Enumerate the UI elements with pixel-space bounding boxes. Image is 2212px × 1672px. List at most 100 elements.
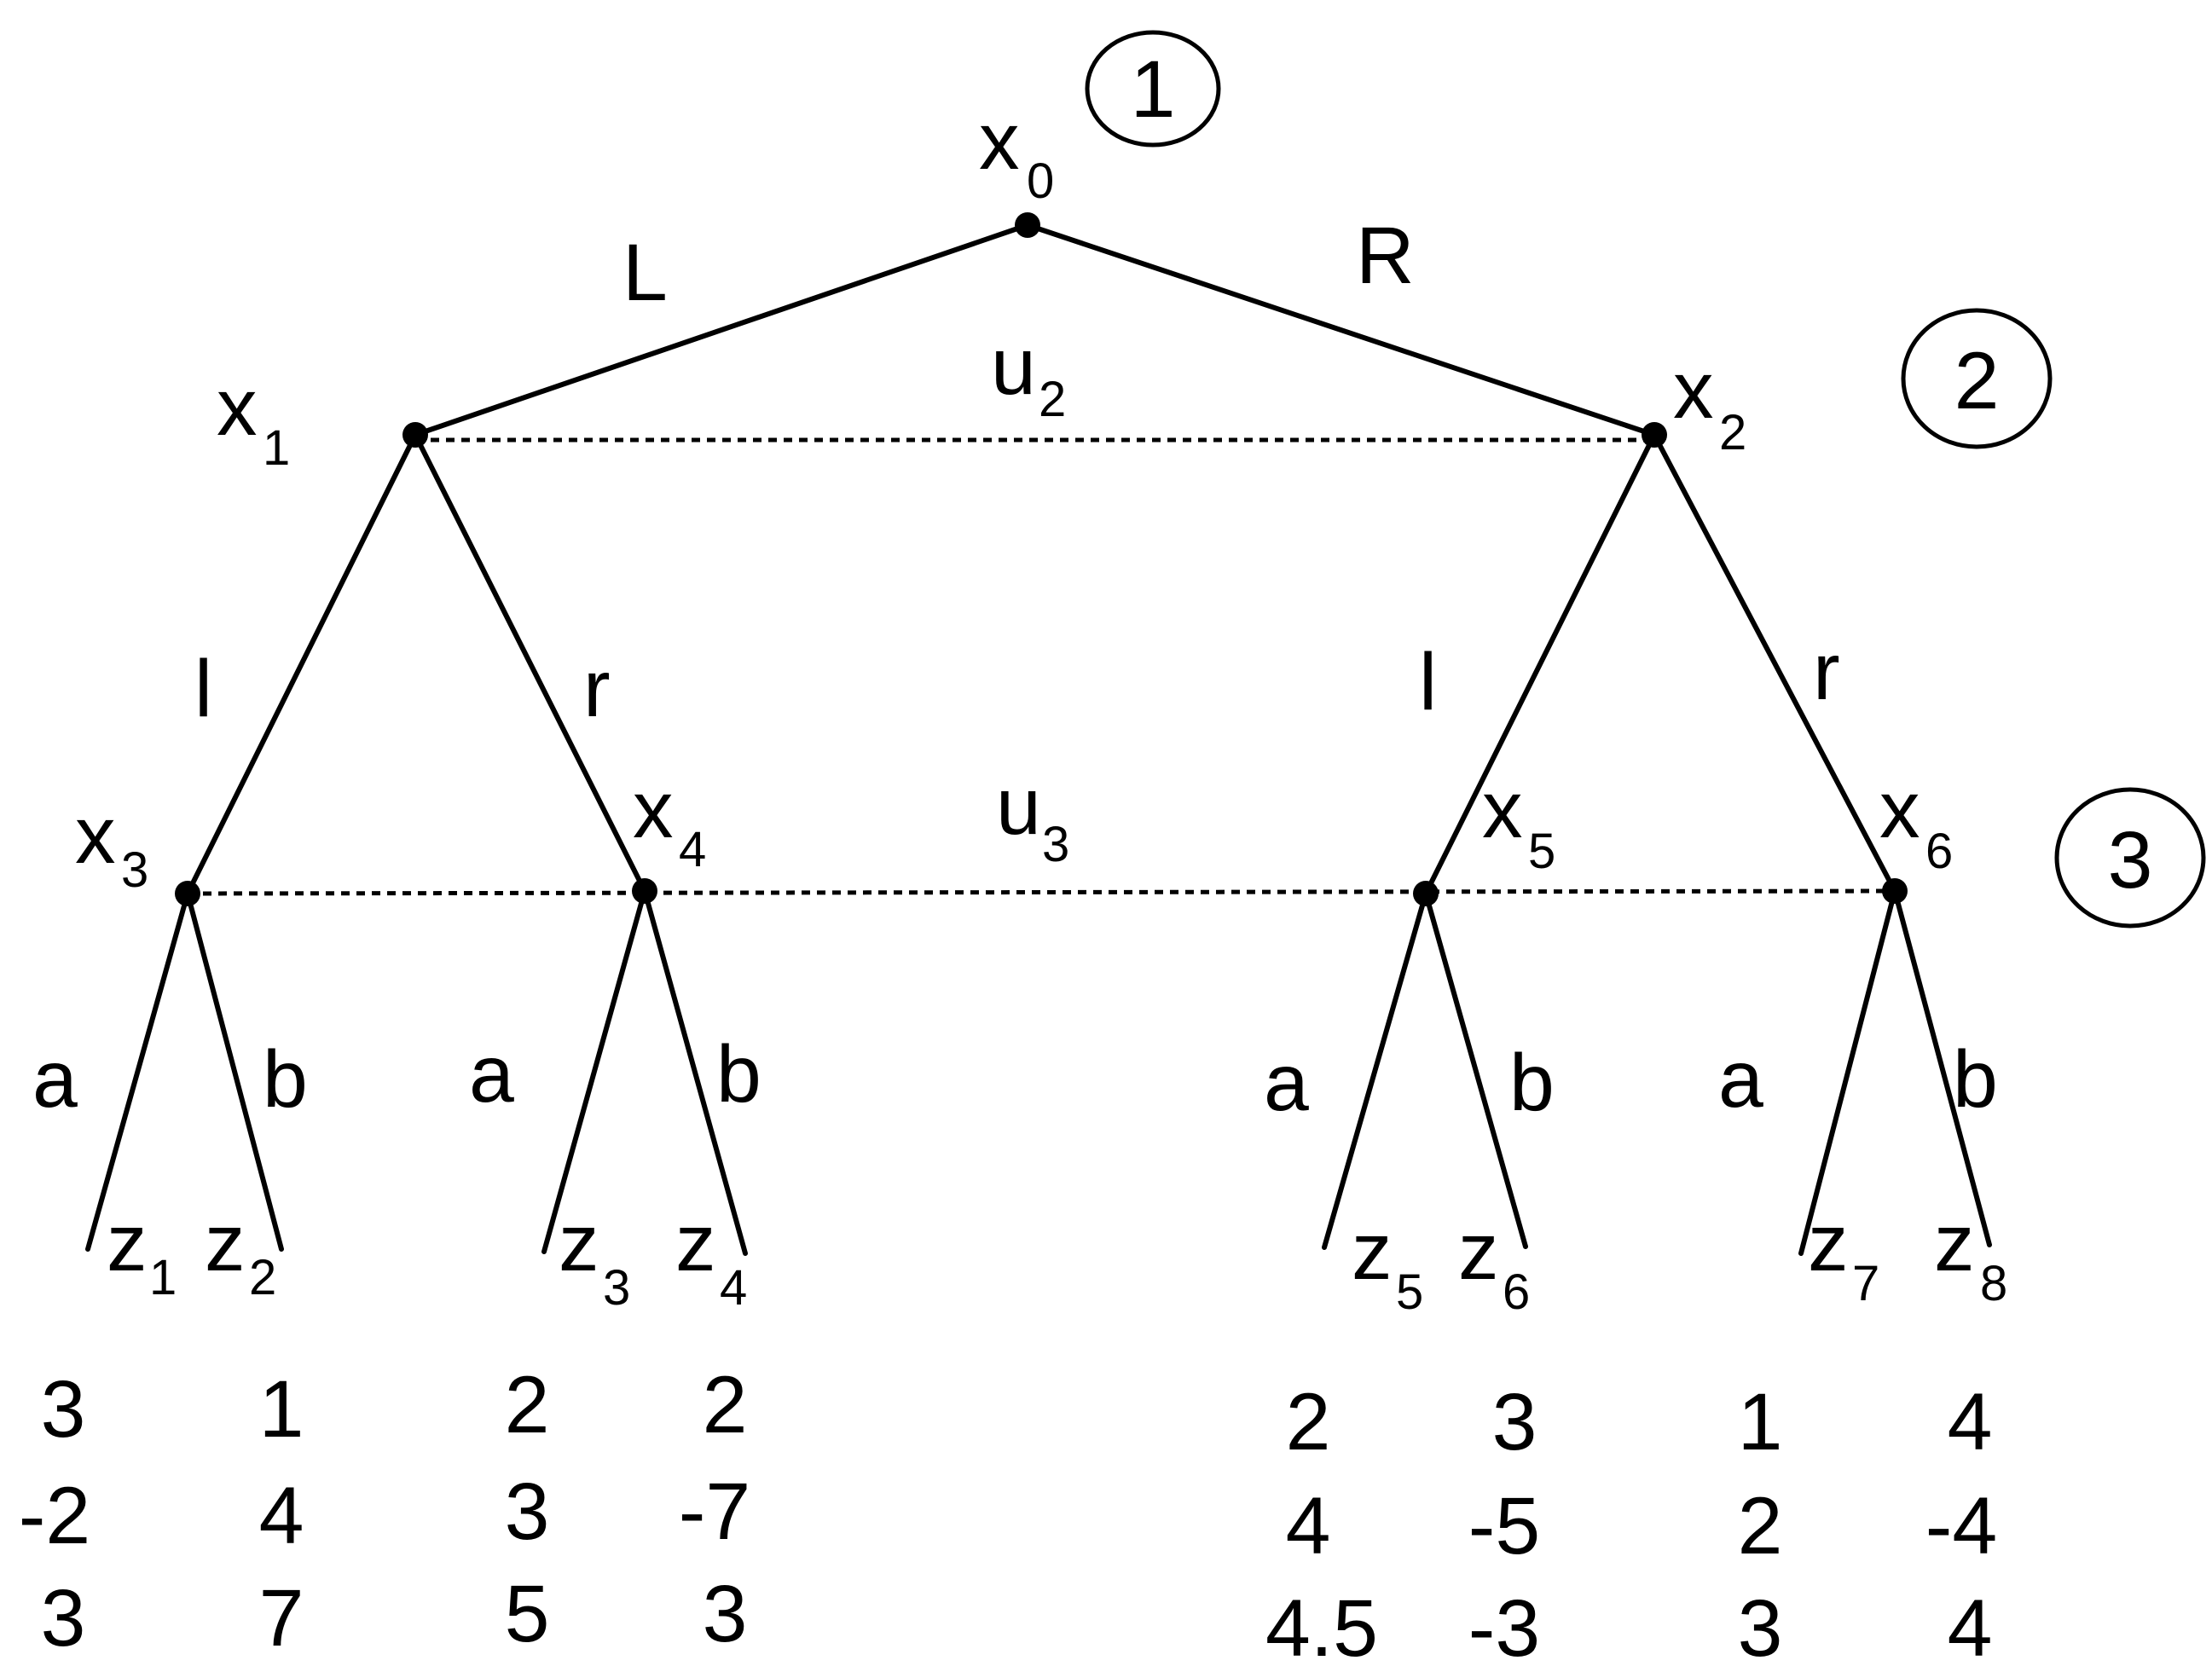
edge-x1-x3 [185, 432, 418, 896]
payoffs-z1: 3 -2 3 [19, 1364, 90, 1663]
svg-text:x: x [1879, 765, 1920, 855]
svg-text:x: x [1673, 345, 1714, 436]
payoff-z7-p3: 3 [1738, 1583, 1783, 1672]
terminal-label-z3: z 3 [559, 1198, 630, 1316]
svg-text:7: 7 [1852, 1256, 1879, 1311]
action-label-b-x5: b [1509, 1038, 1555, 1128]
player-3-label: 3 [2108, 815, 2153, 905]
payoff-z7-p2: 2 [1738, 1481, 1783, 1571]
svg-text:2: 2 [249, 1250, 276, 1305]
payoffs-z3: 2 3 5 [505, 1360, 550, 1659]
svg-text:x: x [217, 362, 258, 453]
svg-text:1: 1 [149, 1250, 177, 1305]
svg-text:u: u [996, 761, 1041, 852]
payoff-z2-p2: 4 [259, 1471, 304, 1561]
edge-x0-x1 [413, 223, 1030, 437]
svg-text:z: z [1458, 1206, 1499, 1297]
node-label-x3: x 3 [75, 790, 148, 898]
svg-text:z: z [205, 1198, 246, 1288]
edge-x2-x5 [1423, 432, 1657, 896]
edge-x3-z1 [85, 891, 190, 1252]
svg-text:5: 5 [1528, 824, 1555, 879]
edge-x5-z6 [1423, 891, 1528, 1249]
edge-x2-x6 [1652, 432, 1897, 894]
payoff-z7-p1: 1 [1738, 1377, 1783, 1467]
payoff-z8-p1: 4 [1948, 1377, 1993, 1467]
svg-text:z: z [559, 1198, 599, 1288]
action-label-L: L [622, 228, 668, 318]
svg-text:6: 6 [1503, 1264, 1530, 1320]
terminal-label-z4: z 4 [675, 1198, 747, 1316]
action-label-R: R [1356, 211, 1415, 301]
svg-text:3: 3 [603, 1260, 630, 1316]
svg-text:3: 3 [121, 842, 148, 898]
node-x4 [632, 878, 657, 904]
svg-text:x: x [979, 96, 1020, 187]
payoff-z3-p1: 2 [505, 1360, 550, 1450]
terminal-label-z6: z 6 [1458, 1206, 1530, 1320]
terminal-label-z7: z 7 [1808, 1198, 1879, 1311]
player-3-marker: 3 [2054, 787, 2206, 929]
svg-text:x: x [633, 765, 674, 855]
payoffs-z4: 2 -7 3 [679, 1360, 750, 1659]
action-label-b-x4: b [716, 1029, 761, 1119]
edge-x4-z3 [541, 888, 647, 1254]
terminal-label-z5: z 5 [1352, 1206, 1423, 1320]
node-label-x0: x 0 [979, 96, 1054, 209]
node-x6 [1882, 878, 1908, 904]
action-label-l-right: l [1419, 637, 1437, 727]
svg-text:z: z [107, 1198, 148, 1288]
action-label-a-x6: a [1718, 1034, 1763, 1125]
svg-text:x: x [1482, 765, 1523, 855]
svg-text:8: 8 [1980, 1256, 2007, 1311]
terminal-label-z8: z 8 [1934, 1198, 2007, 1311]
player-1-marker: 1 [1085, 30, 1221, 148]
node-x0 [1015, 212, 1040, 238]
edge-x3-z2 [185, 891, 284, 1252]
node-x3 [175, 881, 200, 906]
edge-x0-x2 [1025, 223, 1657, 437]
svg-text:z: z [675, 1198, 716, 1288]
node-label-x6: x 6 [1879, 765, 1953, 879]
payoff-z2-p3: 7 [259, 1573, 304, 1663]
terminal-label-z2: z 2 [205, 1198, 276, 1305]
payoff-z1-p1: 3 [41, 1364, 86, 1455]
edge-x4-z4 [642, 888, 748, 1256]
payoff-z1-p3: 3 [41, 1573, 86, 1663]
svg-text:0: 0 [1027, 153, 1054, 209]
svg-text:u: u [991, 321, 1036, 412]
action-label-l-left: l [194, 644, 212, 734]
payoff-z6-p1: 3 [1492, 1377, 1537, 1467]
info-set-label-u3: u 3 [996, 761, 1069, 872]
terminal-label-z1: z 1 [107, 1198, 177, 1305]
svg-text:2: 2 [1719, 405, 1746, 460]
info-set-label-u2: u 2 [991, 321, 1066, 427]
node-label-x4: x 4 [633, 765, 706, 877]
svg-text:6: 6 [1925, 824, 1953, 879]
action-label-r-right: r [1813, 627, 1840, 717]
action-label-r-left: r [583, 644, 611, 734]
payoff-z3-p2: 3 [505, 1467, 550, 1557]
payoff-z5-p3: 4.5 [1265, 1583, 1378, 1672]
node-label-x2: x 2 [1673, 345, 1746, 460]
info-set-u3-line [187, 888, 1896, 896]
payoffs-z6: 3 -5 -3 [1468, 1377, 1540, 1672]
edge-x6-z7 [1798, 888, 1897, 1256]
payoffs-z2: 1 4 7 [259, 1364, 304, 1663]
payoffs-z8: 4 -4 4 [1925, 1377, 1997, 1672]
payoff-z3-p3: 5 [505, 1569, 550, 1659]
payoff-z5-p2: 4 [1286, 1481, 1331, 1571]
edge-x5-z5 [1322, 891, 1428, 1250]
svg-text:x: x [75, 790, 116, 881]
node-label-x5: x 5 [1482, 765, 1555, 879]
edge-x6-z8 [1892, 888, 1992, 1247]
payoff-z8-p3: 4 [1948, 1583, 1993, 1672]
payoff-z5-p1: 2 [1286, 1377, 1331, 1467]
action-label-a-x3: a [32, 1034, 78, 1125]
player-2-label: 2 [1954, 336, 2000, 426]
payoff-z4-p2: -7 [679, 1467, 750, 1557]
node-x2 [1642, 422, 1667, 448]
svg-text:1: 1 [263, 420, 290, 476]
action-label-b-x3: b [263, 1034, 308, 1125]
